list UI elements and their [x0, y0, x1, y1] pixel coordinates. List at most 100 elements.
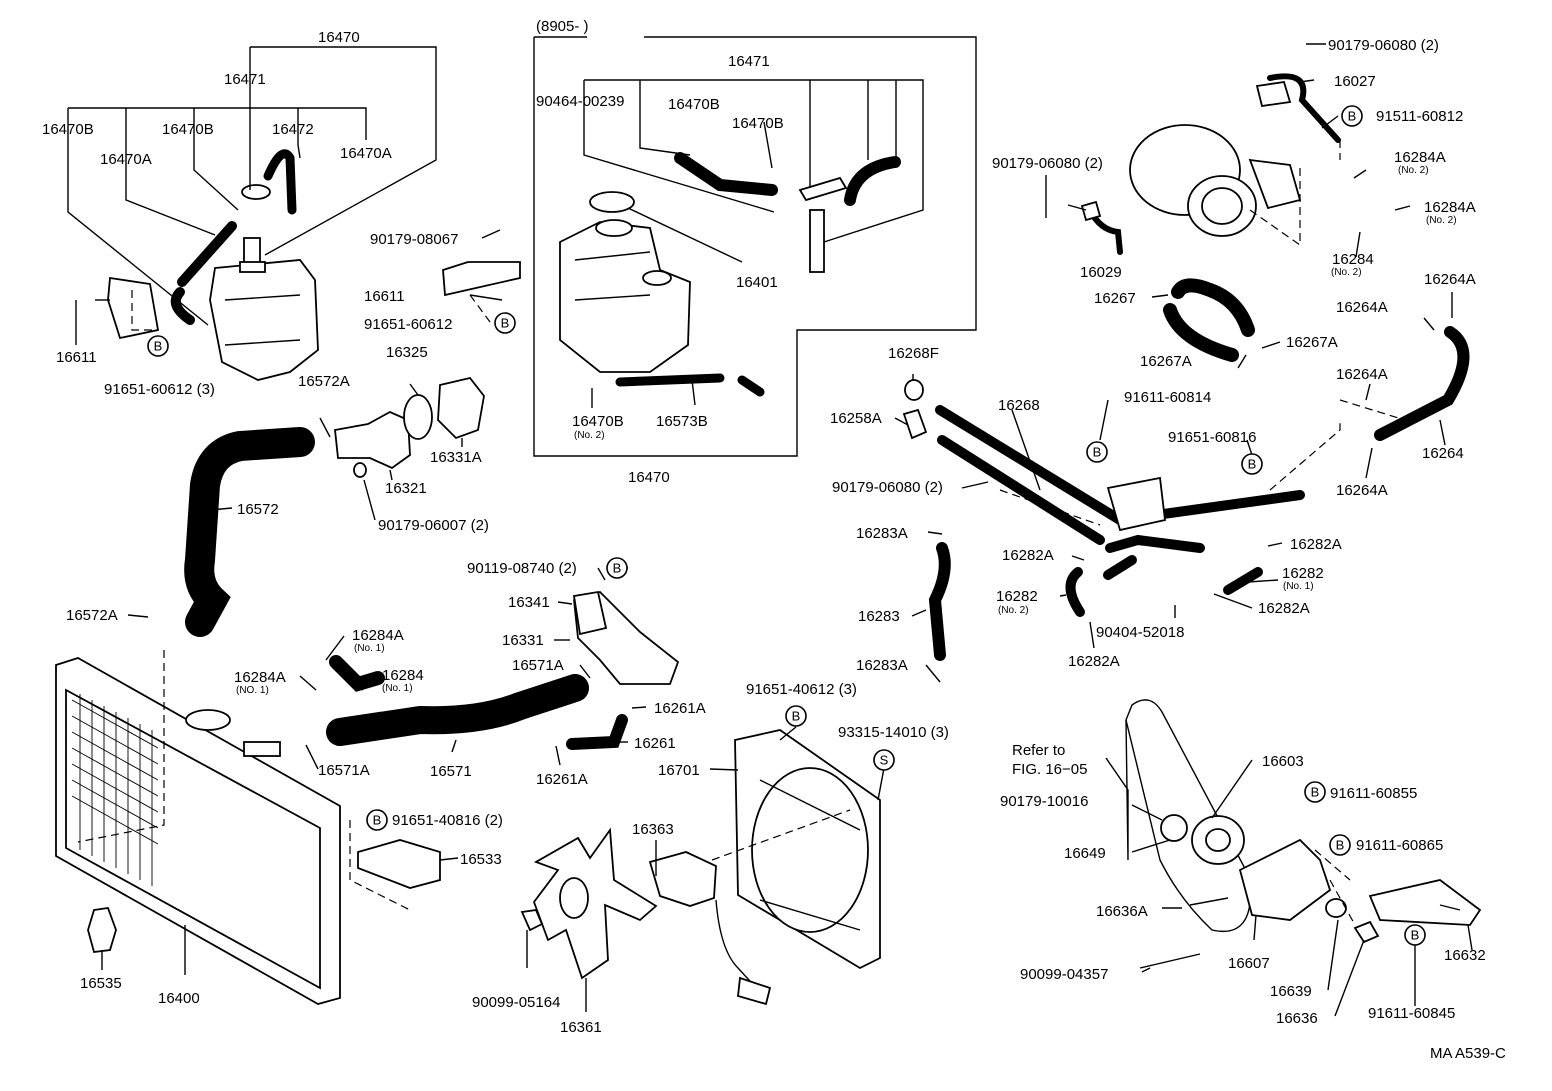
label-91651-60612: 91651-60612	[364, 316, 452, 333]
label-16267: 16267	[1094, 290, 1136, 307]
marker-b-91511-60812: B	[1341, 105, 1363, 127]
label-90179-06007: 90179-06007 (2)	[378, 517, 489, 534]
svg-text:B: B	[1411, 928, 1420, 943]
label-16470-top: 16470	[318, 29, 360, 46]
marker-b-91611-60814: B	[1086, 441, 1108, 463]
label-no1-a: (No. 1)	[1283, 581, 1314, 592]
marker-b-91611-60865: B	[1329, 834, 1351, 856]
variant-frame-8905	[533, 36, 977, 457]
svg-text:B: B	[373, 813, 382, 828]
svg-text:B: B	[1093, 445, 1102, 460]
label-91511-60812: 91511-60812	[1376, 108, 1463, 125]
marker-b-91611-60845: B	[1404, 924, 1426, 946]
label-16261a-a: 16261A	[654, 700, 706, 717]
label-16284-top: 16284	[1332, 251, 1374, 268]
label-90099-04357: 90099-04357	[1020, 966, 1108, 983]
belt-pulley-group	[1125, 699, 1380, 969]
svg-text:B: B	[1248, 457, 1257, 472]
label-16571: 16571	[430, 763, 472, 780]
label-16261: 16261	[634, 735, 676, 752]
label-16471-b: 16471	[728, 53, 770, 70]
label-16283a-a: 16283A	[856, 525, 908, 542]
label-16572a-a: 16572A	[298, 373, 350, 390]
label-16363: 16363	[632, 821, 674, 838]
svg-text:B: B	[1348, 109, 1357, 124]
radiator-assembly	[55, 650, 341, 1005]
label-no2-d: (No. 2)	[1331, 267, 1362, 278]
svg-text:B: B	[501, 316, 510, 331]
label-16284a-d: 16284A	[234, 669, 286, 686]
label-16282a-d: 16282A	[1068, 653, 1120, 670]
label-16283: 16283	[858, 608, 900, 625]
label-91651-40816: 91651-40816 (2)	[392, 812, 503, 829]
label-16268: 16268	[998, 397, 1040, 414]
label-90179-06080-c: 90179-06080 (2)	[832, 479, 943, 496]
water-outlet-group	[326, 567, 680, 750]
label-16572: 16572	[237, 501, 279, 518]
label-16701: 16701	[658, 762, 700, 779]
label-no2-e: (No. 2)	[998, 605, 1029, 616]
label-90179-08067: 90179-08067	[370, 231, 458, 248]
label-16284a-b: 16284A	[1424, 199, 1476, 216]
label-90404-52018: 90404-52018	[1096, 624, 1184, 641]
marker-b-91651-60612: B	[494, 312, 516, 334]
callout-lines-reservoir	[67, 46, 437, 345]
marker-b-90119-08740: B	[606, 557, 628, 579]
label-16321: 16321	[385, 480, 427, 497]
label-90099-05164: 90099-05164	[472, 994, 560, 1011]
label-16470b-e: 16470B	[572, 413, 624, 430]
label-16401: 16401	[736, 274, 778, 291]
svg-text:B: B	[1311, 785, 1320, 800]
label-91611-60855: 91611-60855	[1330, 785, 1417, 802]
label-90179-06080-b: 90179-06080 (2)	[992, 155, 1103, 172]
label-90119-08740: 90119-08740 (2)	[467, 560, 577, 577]
label-93315-14010: 93315-14010 (3)	[838, 724, 949, 741]
label-16027: 16027	[1334, 73, 1376, 90]
svg-text:B: B	[613, 561, 622, 576]
label-16282a-c: 16282A	[1258, 600, 1310, 617]
label-16264: 16264	[1422, 445, 1464, 462]
label-91611-60814: 91611-60814	[1124, 389, 1211, 406]
label-no1-d: (No. 1)	[382, 683, 413, 694]
label-90464-00239: 90464-00239	[536, 93, 624, 110]
label-16607: 16607	[1228, 955, 1270, 972]
label-16472: 16472	[272, 121, 314, 138]
label-no1-b: (No. 1)	[354, 643, 385, 654]
label-91651-40612: 91651-40612 (3)	[746, 681, 857, 698]
fan-alignment-line	[711, 809, 851, 861]
marker-b-91651-40816: B	[366, 809, 388, 831]
label-16284a-c: 16284A	[352, 627, 404, 644]
label-16400: 16400	[158, 990, 200, 1007]
label-16470-bottom: 16470	[628, 469, 670, 486]
label-91611-60865: 91611-60865	[1356, 837, 1443, 854]
label-16283a-b: 16283A	[856, 657, 908, 674]
label-16571a-a: 16571A	[512, 657, 564, 674]
label-16029: 16029	[1080, 264, 1122, 281]
label-90179-06080-a: 90179-06080 (2)	[1328, 37, 1439, 54]
label-16535: 16535	[80, 975, 122, 992]
label-16470a-a: 16470A	[100, 151, 152, 168]
drawing-code: MA A539-C	[1430, 1045, 1506, 1062]
label-16258a: 16258A	[830, 410, 882, 427]
label-91651-60816: 91651-60816	[1168, 429, 1256, 446]
label-16649: 16649	[1064, 845, 1106, 862]
label-16267a-b: 16267A	[1286, 334, 1338, 351]
label-16341: 16341	[508, 594, 550, 611]
svg-text:B: B	[1336, 838, 1345, 853]
label-16282a-b: 16282A	[1290, 536, 1342, 553]
label-refer-to: Refer to	[1012, 742, 1065, 759]
bracket-parts	[349, 261, 1482, 926]
marker-b-91651-60612-left: B	[147, 335, 169, 357]
marker-b-91651-60816: B	[1241, 453, 1263, 475]
label-16268f: 16268F	[888, 345, 939, 362]
label-16636: 16636	[1276, 1010, 1318, 1027]
label-16611-b: 16611	[364, 288, 405, 305]
label-16603: 16603	[1262, 753, 1304, 770]
label-16284-mid: 16284	[382, 667, 424, 684]
label-16471-a: 16471	[224, 71, 266, 88]
svg-text:B: B	[792, 709, 801, 724]
svg-text:S: S	[880, 753, 889, 768]
upper-hose-group	[184, 376, 485, 637]
label-16533: 16533	[460, 851, 502, 868]
